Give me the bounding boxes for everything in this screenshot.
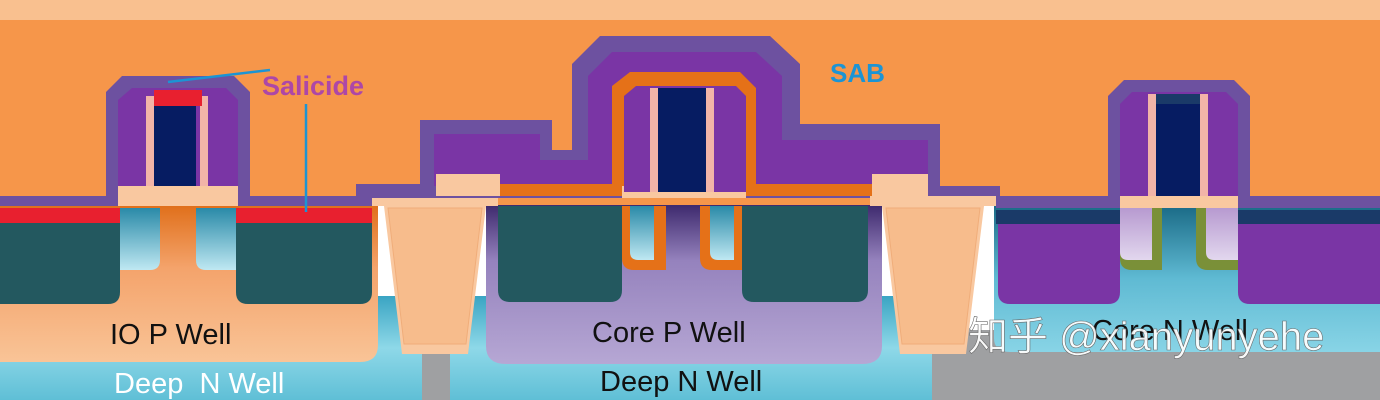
n-plus-drain-left xyxy=(236,223,372,304)
spacer-liner-center-1 xyxy=(650,88,658,192)
poly-gate-center xyxy=(658,88,706,192)
ldd-right-1-inner xyxy=(1120,208,1152,260)
gate-oxide-left xyxy=(118,186,238,206)
silicide-gate-right xyxy=(1156,94,1200,104)
spacer-liner-left-2 xyxy=(200,96,208,186)
poly-gate-right xyxy=(1156,104,1200,196)
sab-label: SAB xyxy=(830,58,885,88)
watermark: 知乎 @xianyunyehe xyxy=(968,315,1324,359)
n-plus-source-left xyxy=(0,223,120,304)
spacer-liner-center-2 xyxy=(706,88,714,192)
salicide-source-left xyxy=(0,208,120,223)
sti-top-right xyxy=(872,174,928,196)
top-band xyxy=(0,0,1380,20)
ldd-right-2-inner xyxy=(1206,208,1238,260)
io-p-well-label: IO P Well xyxy=(110,319,231,351)
spacer-liner-left-1 xyxy=(146,96,154,186)
spacer-liner-right-1 xyxy=(1148,94,1156,196)
ldd-left-1 xyxy=(120,208,160,270)
silicide-right-source xyxy=(996,210,1120,224)
salicide-gate-left xyxy=(154,90,202,106)
p-plus-source-right xyxy=(998,224,1120,304)
core-n-well-label: Core N Well xyxy=(1092,315,1248,347)
ldd-center-1-inner xyxy=(630,206,654,260)
core-p-well-label: Core P Well xyxy=(592,317,746,349)
silicide-right-drain xyxy=(1236,210,1380,224)
deep-n-well-center-label: Deep N Well xyxy=(600,366,762,398)
salicide-pointer-gate xyxy=(167,68,271,84)
sti-right-inner xyxy=(885,207,981,345)
ldd-left-2 xyxy=(196,208,236,270)
spacer-liner-right-2 xyxy=(1200,94,1208,196)
gate-oxide-right xyxy=(1120,194,1238,208)
sti-top-left xyxy=(436,174,500,196)
poly-gate-left xyxy=(154,106,196,186)
p-plus-drain-right xyxy=(1238,224,1380,304)
deep-n-well-left-label: Deep N Well xyxy=(114,368,284,400)
n-plus-drain-center xyxy=(742,206,868,302)
sti-left-inner xyxy=(387,207,483,345)
n-plus-source-center xyxy=(498,206,622,302)
salicide-drain-left xyxy=(236,208,372,223)
salicide-label: Salicide xyxy=(262,71,364,101)
ldd-center-2-inner xyxy=(710,206,734,260)
